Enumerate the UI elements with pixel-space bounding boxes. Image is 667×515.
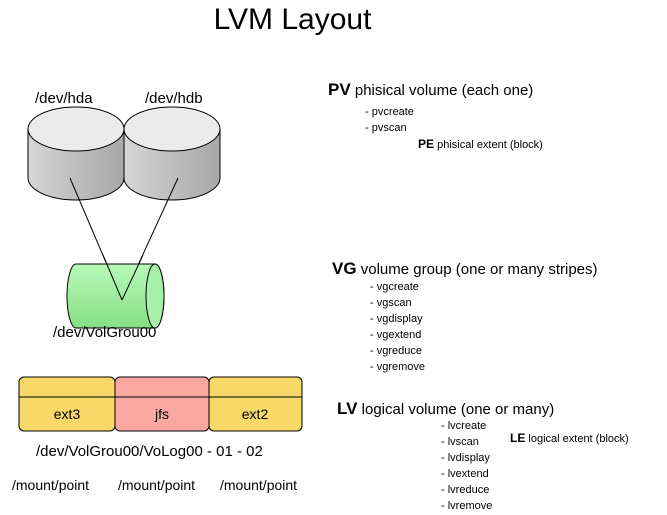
lv-abbr: LV	[337, 399, 358, 418]
mount-point-label: /mount/point	[220, 477, 298, 493]
lv-fs-label: ext3	[54, 406, 81, 422]
mount-point-label: /mount/point	[12, 477, 90, 493]
mount-point-label: /mount/point	[118, 477, 196, 493]
pv-command: pvcreate	[365, 104, 414, 120]
vg-abbr: VG	[332, 259, 357, 278]
pv-command-list: pvcreate pvscan	[365, 104, 414, 136]
lv-fs-label: ext2	[242, 406, 269, 422]
pv-description: phisical volume (each one)	[354, 82, 534, 99]
lv-command: lvremove	[441, 498, 493, 514]
vg-heading: VG volume group (one or many stripes)	[332, 260, 598, 279]
disk-hdb	[123, 106, 221, 201]
pe-description: phisical extent (block)	[437, 139, 543, 151]
lv-command: lvscan	[441, 434, 492, 450]
vg-command: vgextend	[370, 327, 425, 343]
pv-heading: PV phisical volume (each one)	[328, 81, 533, 100]
pv-command: pvscan	[365, 120, 414, 136]
vg-command: vgdisplay	[370, 311, 425, 327]
le-label: LE logical extent (block)	[510, 431, 629, 446]
vg-command: vgcreate	[370, 279, 425, 295]
pv-to-vg-lines-front	[102, 254, 144, 301]
pv-abbr: PV	[328, 80, 351, 99]
lv-command: lvreduce	[441, 482, 492, 498]
logical-volume-ext3	[18, 376, 116, 432]
disk-label: /dev/hda	[35, 90, 93, 107]
page-title: LVM Layout	[213, 3, 372, 36]
lv-command: lvextend	[441, 466, 492, 482]
lv-command-list: lvcreate lvscan lvdisplay lvextend lvred…	[441, 418, 493, 514]
lv-command: lvcreate	[441, 418, 492, 434]
le-description: logical extent (block)	[528, 433, 629, 445]
vg-command: vgscan	[370, 295, 425, 311]
vg-command: vgreduce	[370, 343, 425, 359]
volume-group-cylinder	[66, 263, 165, 329]
logical-volume-path: /dev/VolGrou00/VoLog00 - 01 - 02	[36, 443, 263, 460]
vg-command-list: vgcreate vgscan vgdisplay vgextend vgred…	[370, 279, 425, 375]
lv-heading: LV logical volume (one or many)	[337, 400, 554, 419]
volume-group-label: /dev/VolGrou00	[53, 324, 157, 341]
disk-hda	[27, 106, 125, 201]
logical-volume-jfs	[114, 376, 210, 432]
pe-label: PE phisical extent (block)	[418, 137, 543, 152]
vg-description: volume group (one or many stripes)	[360, 261, 598, 278]
lv-command: lvdisplay	[441, 450, 492, 466]
le-abbr: LE	[510, 431, 526, 445]
disk-label: /dev/hdb	[145, 90, 203, 107]
pe-abbr: PE	[418, 137, 435, 151]
lv-fs-label: jfs	[154, 406, 169, 422]
lv-description: logical volume (one or many)	[361, 401, 555, 418]
logical-volume-ext2	[208, 376, 303, 432]
vg-command: vgremove	[370, 359, 425, 375]
